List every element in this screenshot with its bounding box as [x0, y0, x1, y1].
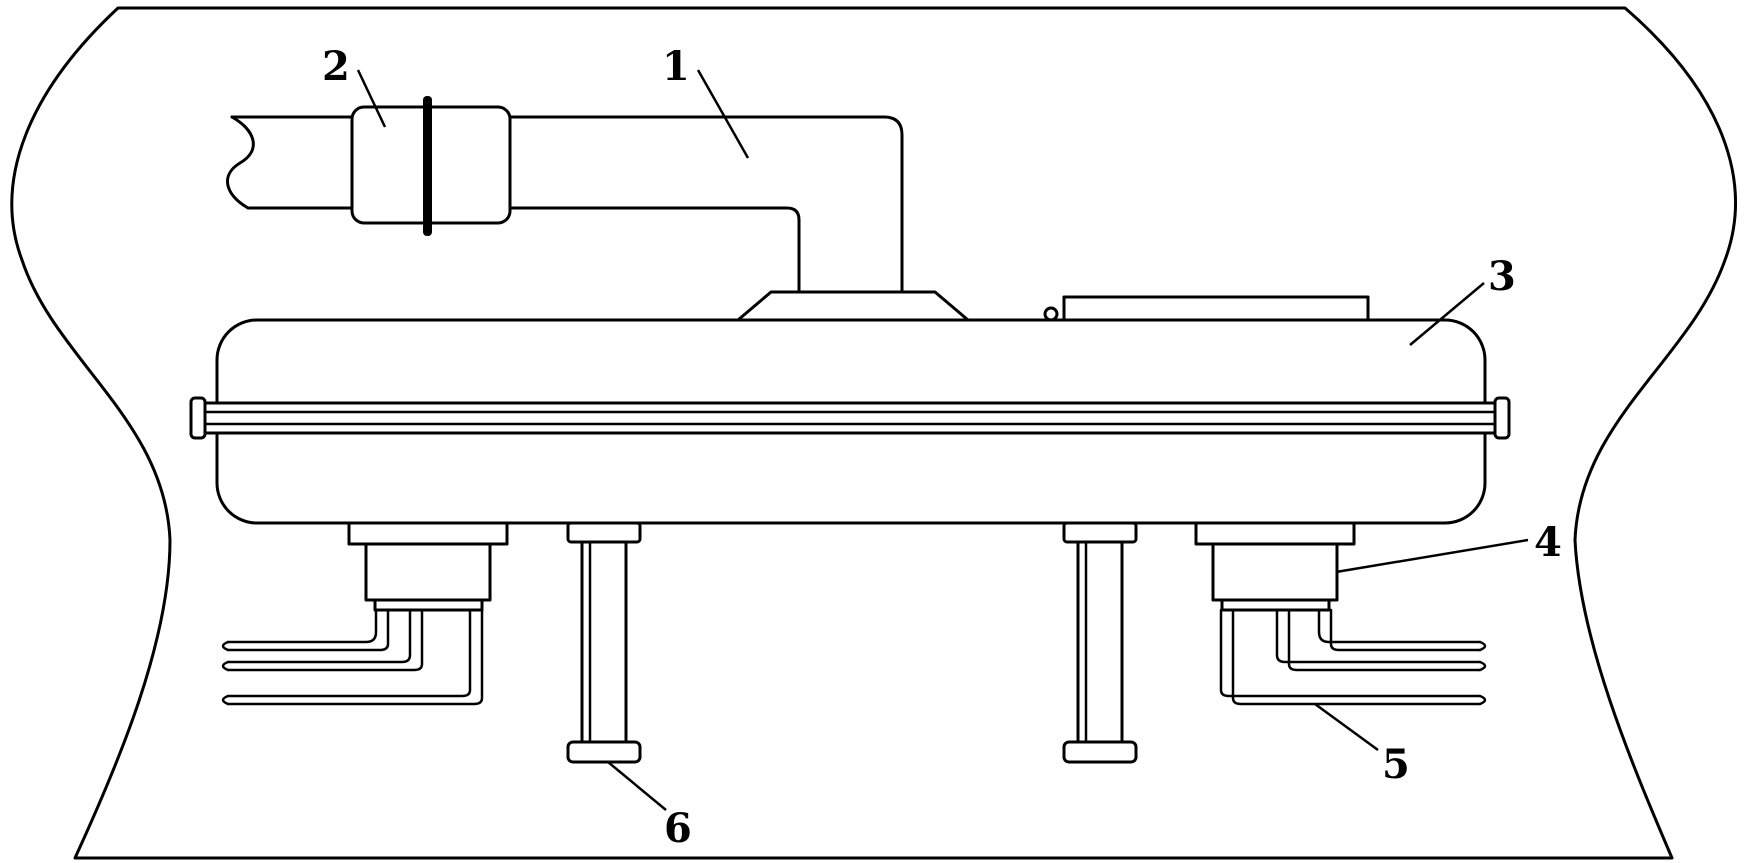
callout-2: 2 — [322, 43, 350, 90]
pipe-flange — [736, 290, 970, 322]
outlet-block-right — [1194, 521, 1356, 612]
outlet-tubes-right — [1219, 608, 1487, 706]
leader-2 — [356, 69, 387, 128]
leader-4 — [1335, 538, 1529, 574]
housing-outline — [10, 6, 1737, 860]
outlet-block-left — [347, 521, 509, 612]
callout-4: 4 — [1534, 519, 1562, 566]
callout-3: 3 — [1488, 253, 1516, 300]
support-leg-left — [566, 521, 642, 764]
leader-6 — [607, 761, 667, 811]
tank-body — [189, 318, 1511, 525]
top-plate-bolt — [1043, 306, 1059, 322]
leader-1 — [696, 69, 750, 159]
callout-1: 1 — [662, 43, 690, 90]
elbow-pipe — [226, 115, 904, 294]
callout-6: 6 — [664, 805, 692, 852]
outlet-tubes-left — [221, 608, 484, 706]
pipe-coupling — [350, 96, 512, 236]
top-plate — [1062, 295, 1370, 322]
leader-5 — [1314, 702, 1379, 752]
support-leg-right — [1062, 521, 1138, 764]
callout-5: 5 — [1382, 741, 1410, 788]
leader-3 — [1409, 282, 1485, 346]
